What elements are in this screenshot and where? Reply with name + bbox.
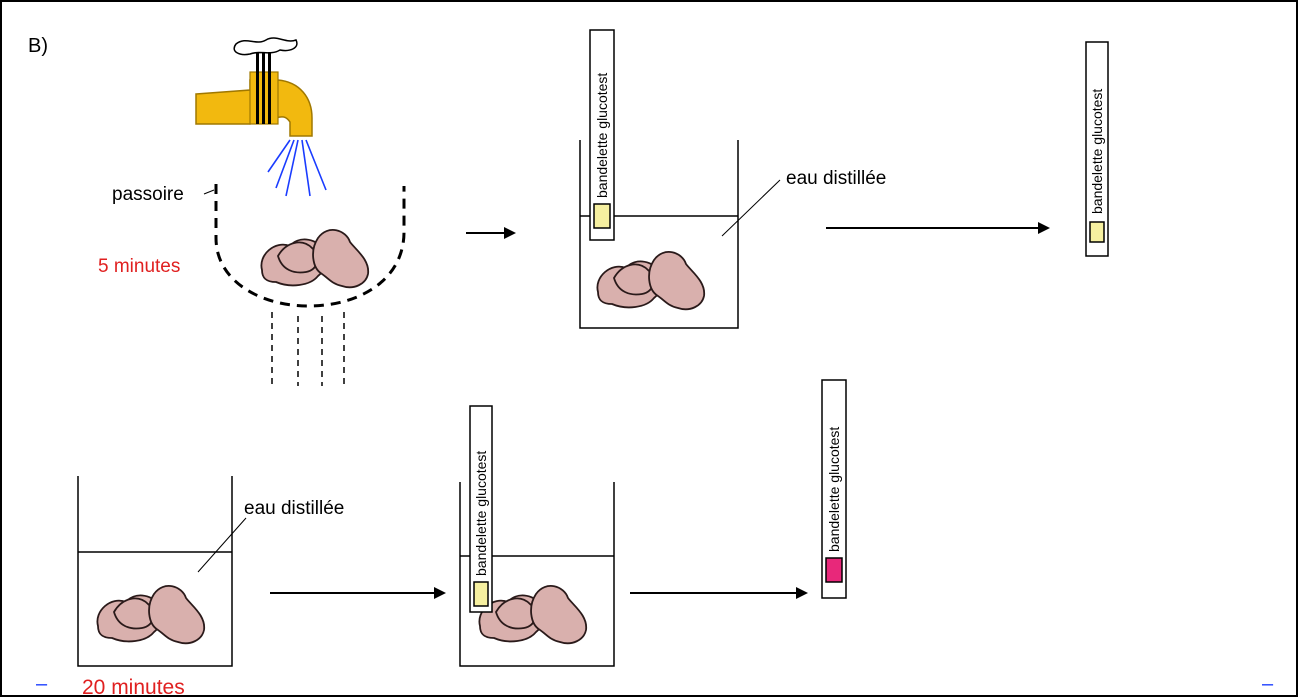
test-strip-icon: bandelette glucotest <box>589 29 615 241</box>
meat-pieces-icon <box>96 585 206 645</box>
dash-right: – <box>1262 673 1274 695</box>
water-label: eau distillée <box>244 498 344 519</box>
time-soak-label: 20 minutes <box>82 676 185 697</box>
test-strip-icon: bandelette glucotest <box>821 379 847 599</box>
passoire-leader <box>203 189 215 195</box>
water-leader <box>197 517 247 573</box>
passoire-label: passoire <box>112 184 184 205</box>
time-rinse-label: 5 minutes <box>98 256 180 277</box>
colander-icon <box>214 184 406 308</box>
svg-text:bandelette glucotest: bandelette glucotest <box>1089 89 1105 214</box>
meat-pieces-icon <box>596 251 706 311</box>
water-jets <box>267 139 327 197</box>
test-strip-icon: bandelette glucotest <box>469 405 493 613</box>
svg-text:bandelette glucotest: bandelette glucotest <box>594 73 610 198</box>
section-label: B) <box>28 35 48 57</box>
drip-lines <box>271 312 345 386</box>
svg-text:bandelette glucotest: bandelette glucotest <box>473 451 489 576</box>
test-strip-icon: bandelette glucotest <box>1085 41 1109 257</box>
meat-pieces-icon <box>478 585 588 645</box>
water-label: eau distillée <box>786 168 886 189</box>
faucet-icon <box>195 37 313 137</box>
beaker-icon <box>77 476 233 667</box>
dash-left: – <box>36 673 48 695</box>
water-leader <box>721 179 781 237</box>
meat-pieces-icon <box>260 229 370 289</box>
svg-text:bandelette glucotest: bandelette glucotest <box>826 427 842 552</box>
